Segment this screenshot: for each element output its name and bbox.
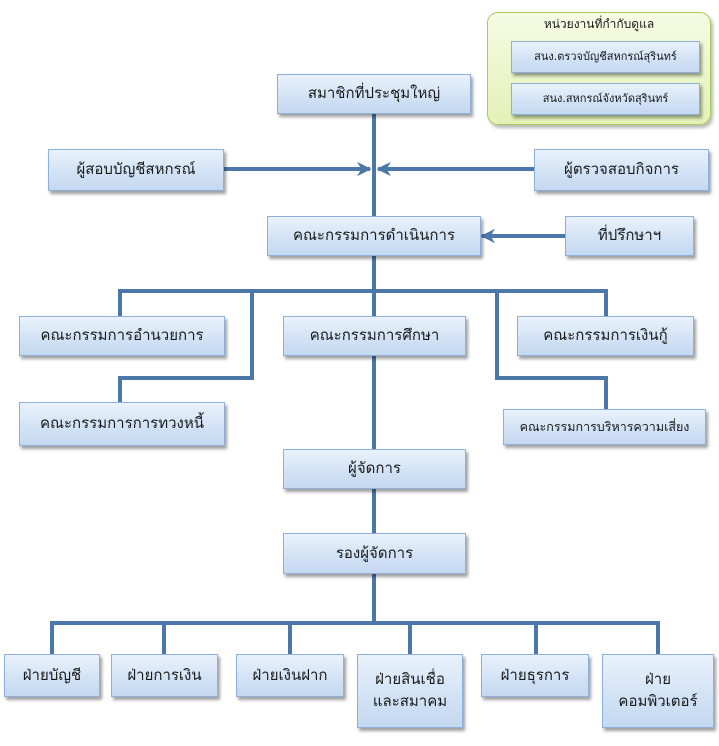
loan-committee-box: คณะกรรมการเงินกู้ [517,316,694,356]
oversight-title: หน่วยงานที่กำกับดูแล [543,17,655,31]
general-meeting-box: สมาชิกที่ประชุมใหญ่ [277,74,471,114]
debt-committee-box: คณะกรรมการการทวงหนี้ [19,402,225,446]
debt-connector [118,291,254,402]
risk-committee-box: คณะกรรมการบริหารความเสี่ยง [503,409,706,445]
deputy-manager-box: รองผู้จัดการ [283,533,466,574]
dept-accounting-box: ฝ่ายบัญชี [4,654,100,697]
board-box: คณะกรรมการดำเนินการ [267,216,481,256]
risk-connector [495,291,608,409]
business-inspector-box: ผู้ตรวจสอบกิจการ [534,149,709,191]
oversight-item-coop-office: สนง.สหกรณ์จังหวัดสุรินทร์ [511,83,700,115]
dept-finance-box: ฝ่ายการเงิน [111,654,218,697]
dept-computer-box: ฝ่าย คอมพิวเตอร์ [602,654,714,728]
dept-deposit-box: ฝ่ายเงินฝาก [236,654,344,697]
manager-box: ผู้จัดการ [283,449,466,489]
dept-credit-box: ฝ่ายสินเชื่อ และสมาคม [357,654,463,728]
oversight-item-audit-office: สนง.ตรวจบัญชีสหกรณ์สุรินทร์ [511,41,700,73]
advisor-box: ที่ปรึกษาฯ [565,216,694,256]
auditor-box: ผู้สอบบัญชีสหกรณ์ [48,149,224,191]
admin-committee-box: คณะกรรมการอำนวยการ [19,316,225,356]
dept-admin-box: ฝ่ายธุรการ [481,654,589,697]
education-committee-box: คณะกรรมการศึกษา [283,316,466,356]
